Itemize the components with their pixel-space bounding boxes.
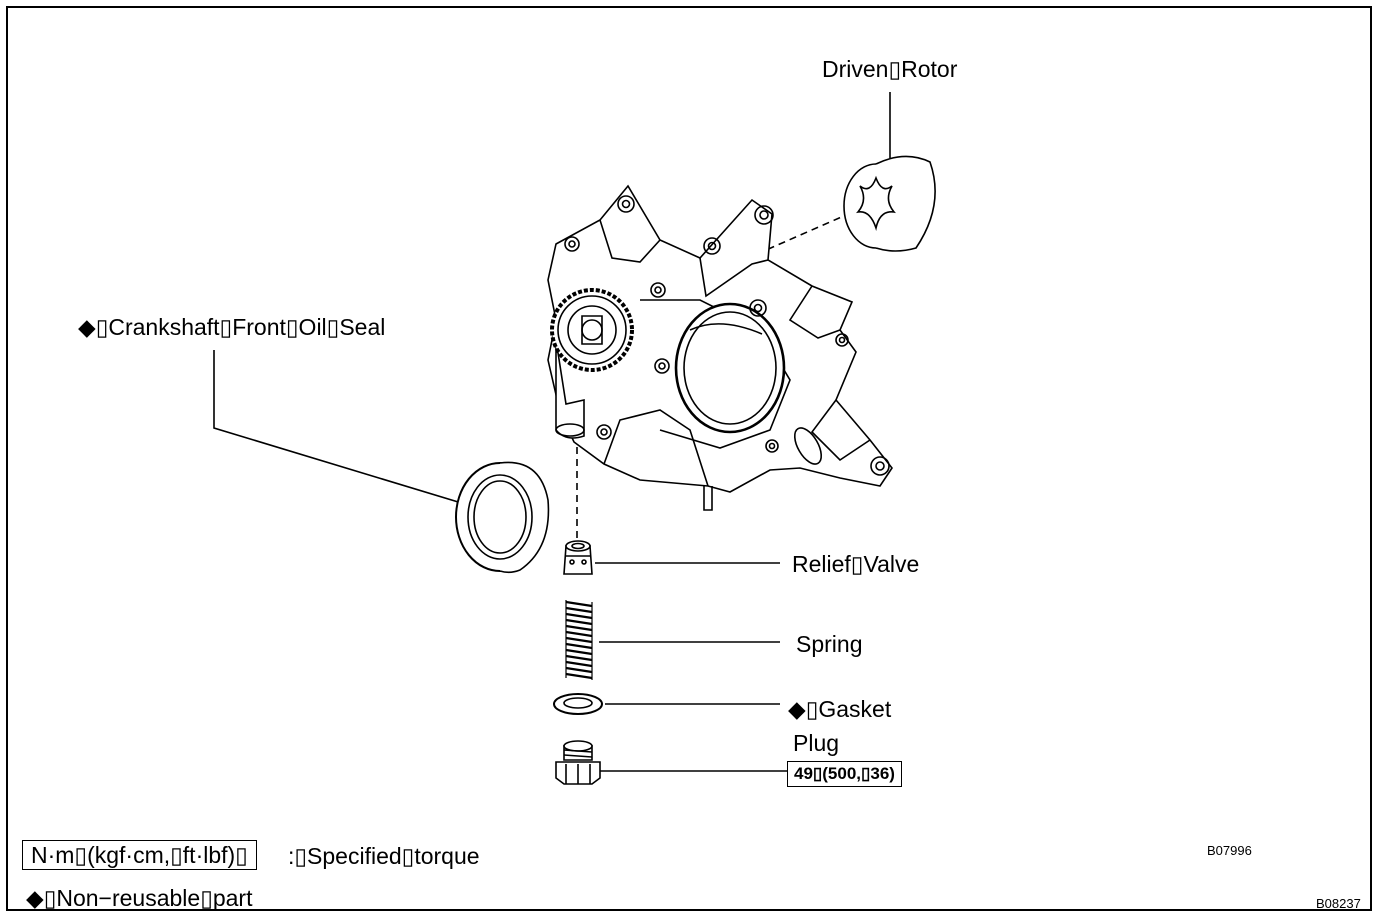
gasket-part <box>553 693 603 715</box>
relief-valve-part <box>563 540 593 575</box>
label-crankshaft-front-oil-seal: ◆▯Crankshaft▯Front▯Oil▯Seal <box>78 314 386 340</box>
legend-nonreusable-part: ◆▯Non−reusable▯part <box>26 885 253 911</box>
oil-seal-part <box>455 461 550 574</box>
plug-part <box>555 740 601 785</box>
spring-part <box>565 600 593 680</box>
diagram-frame <box>6 6 1372 911</box>
label-plug: Plug <box>793 730 840 756</box>
label-gasket: ◆▯Gasket <box>788 696 892 722</box>
figure-code: B07996 <box>1207 843 1252 858</box>
legend-torque-description: :▯Specified▯torque <box>288 843 480 869</box>
label-spring: Spring <box>796 631 863 657</box>
leader-lines <box>213 92 891 772</box>
timing-gear-part <box>550 288 634 372</box>
page-code: B08237 <box>1316 896 1361 911</box>
label-driven-rotor: Driven▯Rotor <box>822 56 958 82</box>
driven-rotor-part <box>843 155 936 252</box>
legend-torque-units-box: N·m▯(kgf·cm,▯ft·lbf)▯ <box>22 840 257 870</box>
torque-value-box: 49▯(500,▯36) <box>787 761 902 787</box>
oil-pump-body <box>547 184 893 511</box>
label-relief-valve: Relief▯Valve <box>792 551 920 577</box>
